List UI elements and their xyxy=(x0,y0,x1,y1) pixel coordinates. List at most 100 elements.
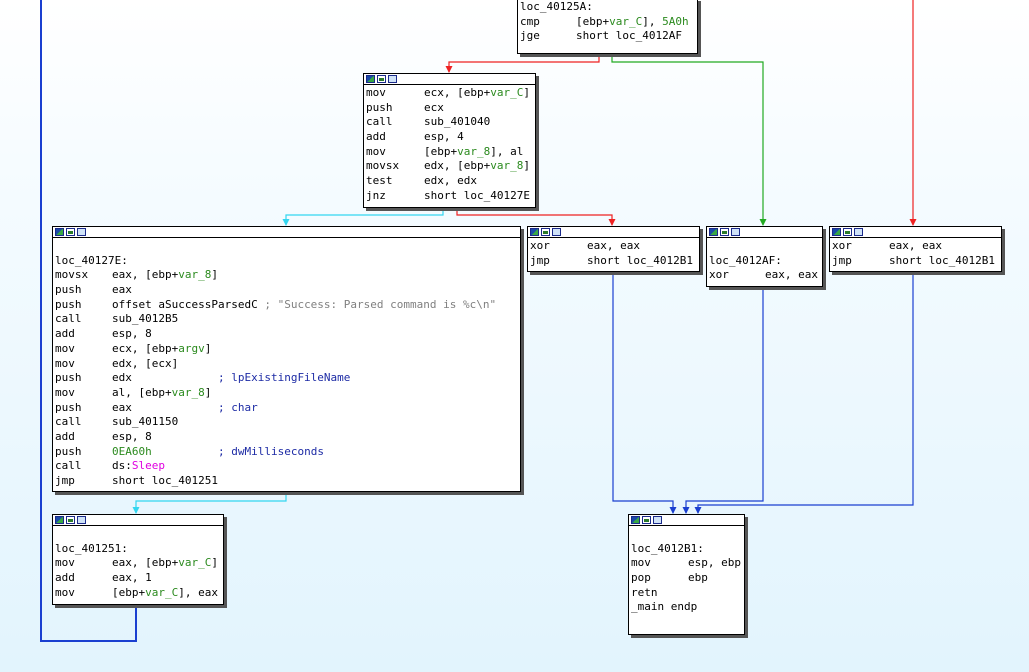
edge-arrowhead xyxy=(608,219,616,226)
graph-view-icon[interactable] xyxy=(541,228,550,236)
asm-operand: eax, eax xyxy=(889,239,942,252)
graph-view-icon[interactable] xyxy=(843,228,852,236)
group-nodes-icon[interactable] xyxy=(77,516,86,524)
graph-color-icon[interactable] xyxy=(832,228,841,236)
asm-operand: var_C xyxy=(178,556,212,570)
asm-operand: short loc_40127E xyxy=(424,188,530,202)
asm-line[interactable]: _main endp xyxy=(631,600,744,615)
edge-4012af-fall[interactable] xyxy=(685,287,764,513)
graph-color-icon[interactable] xyxy=(55,228,64,236)
asm-mnemonic: movsx xyxy=(55,268,89,282)
group-nodes-icon[interactable] xyxy=(653,516,662,524)
edge-jnz-not-taken[interactable] xyxy=(456,208,613,225)
asm-line[interactable]: cmp[ebp+var_C], 5A0h xyxy=(520,15,697,30)
edge-jnz-taken[interactable] xyxy=(285,208,444,225)
graph-color-icon[interactable] xyxy=(631,516,640,524)
asm-operand: Sleep xyxy=(131,459,165,473)
asm-line[interactable]: mov[ebp+var_C], eax xyxy=(55,586,223,601)
graph-view-icon[interactable] xyxy=(720,228,729,236)
asm-line[interactable] xyxy=(631,527,744,542)
asm-mnemonic: call xyxy=(55,312,82,326)
graph-color-icon[interactable] xyxy=(55,516,64,524)
group-nodes-icon[interactable] xyxy=(552,228,561,236)
graph-view-icon[interactable] xyxy=(66,516,75,524)
group-nodes-icon[interactable] xyxy=(77,228,86,236)
group-nodes-icon[interactable] xyxy=(854,228,863,236)
edge-40125a-false[interactable] xyxy=(448,55,600,72)
asm-line[interactable]: loc_4012B1: xyxy=(631,542,744,557)
asm-operand: ecx xyxy=(424,100,444,114)
asm-comment: ; char xyxy=(217,400,258,414)
asm-line[interactable]: loc_401251: xyxy=(55,542,223,557)
asm-line[interactable]: loc_40125A: xyxy=(520,0,697,15)
asm-line[interactable] xyxy=(709,239,822,254)
edge-40127e-jmp[interactable] xyxy=(135,492,287,513)
edge-40125a-true[interactable] xyxy=(611,55,764,225)
graph-view-icon[interactable] xyxy=(377,75,386,83)
group-nodes-icon[interactable] xyxy=(731,228,740,236)
edge-xor2-jmp[interactable] xyxy=(697,272,914,513)
asm-line[interactable]: retn xyxy=(631,586,744,601)
asm-line[interactable] xyxy=(55,239,520,254)
asm-line[interactable] xyxy=(55,527,223,542)
edge-arrowhead xyxy=(682,507,690,514)
graph-view-icon[interactable] xyxy=(642,516,651,524)
asm-line[interactable]: mov[ebp+var_8], al xyxy=(366,145,535,160)
edge-arrowhead xyxy=(282,219,290,226)
graph-view-icon[interactable] xyxy=(66,228,75,236)
graph-color-icon[interactable] xyxy=(366,75,375,83)
asm-operand: [ebp+ xyxy=(112,585,146,599)
graph-color-icon[interactable] xyxy=(709,228,718,236)
asm-operand: eax, 1 xyxy=(112,571,152,585)
asm-line[interactable]: loc_40127E: xyxy=(55,254,520,269)
asm-mnemonic: mov xyxy=(366,144,386,158)
group-nodes-icon[interactable] xyxy=(388,75,397,83)
edge-xor1-jmp[interactable] xyxy=(612,272,674,513)
asm-operand: ebp xyxy=(688,571,708,585)
asm-operand: esp, 4 xyxy=(424,130,464,144)
graph-color-icon[interactable] xyxy=(530,228,539,236)
asm-line[interactable]: loc_4012AF: xyxy=(709,254,822,269)
edge-loop-back[interactable] xyxy=(40,0,137,642)
